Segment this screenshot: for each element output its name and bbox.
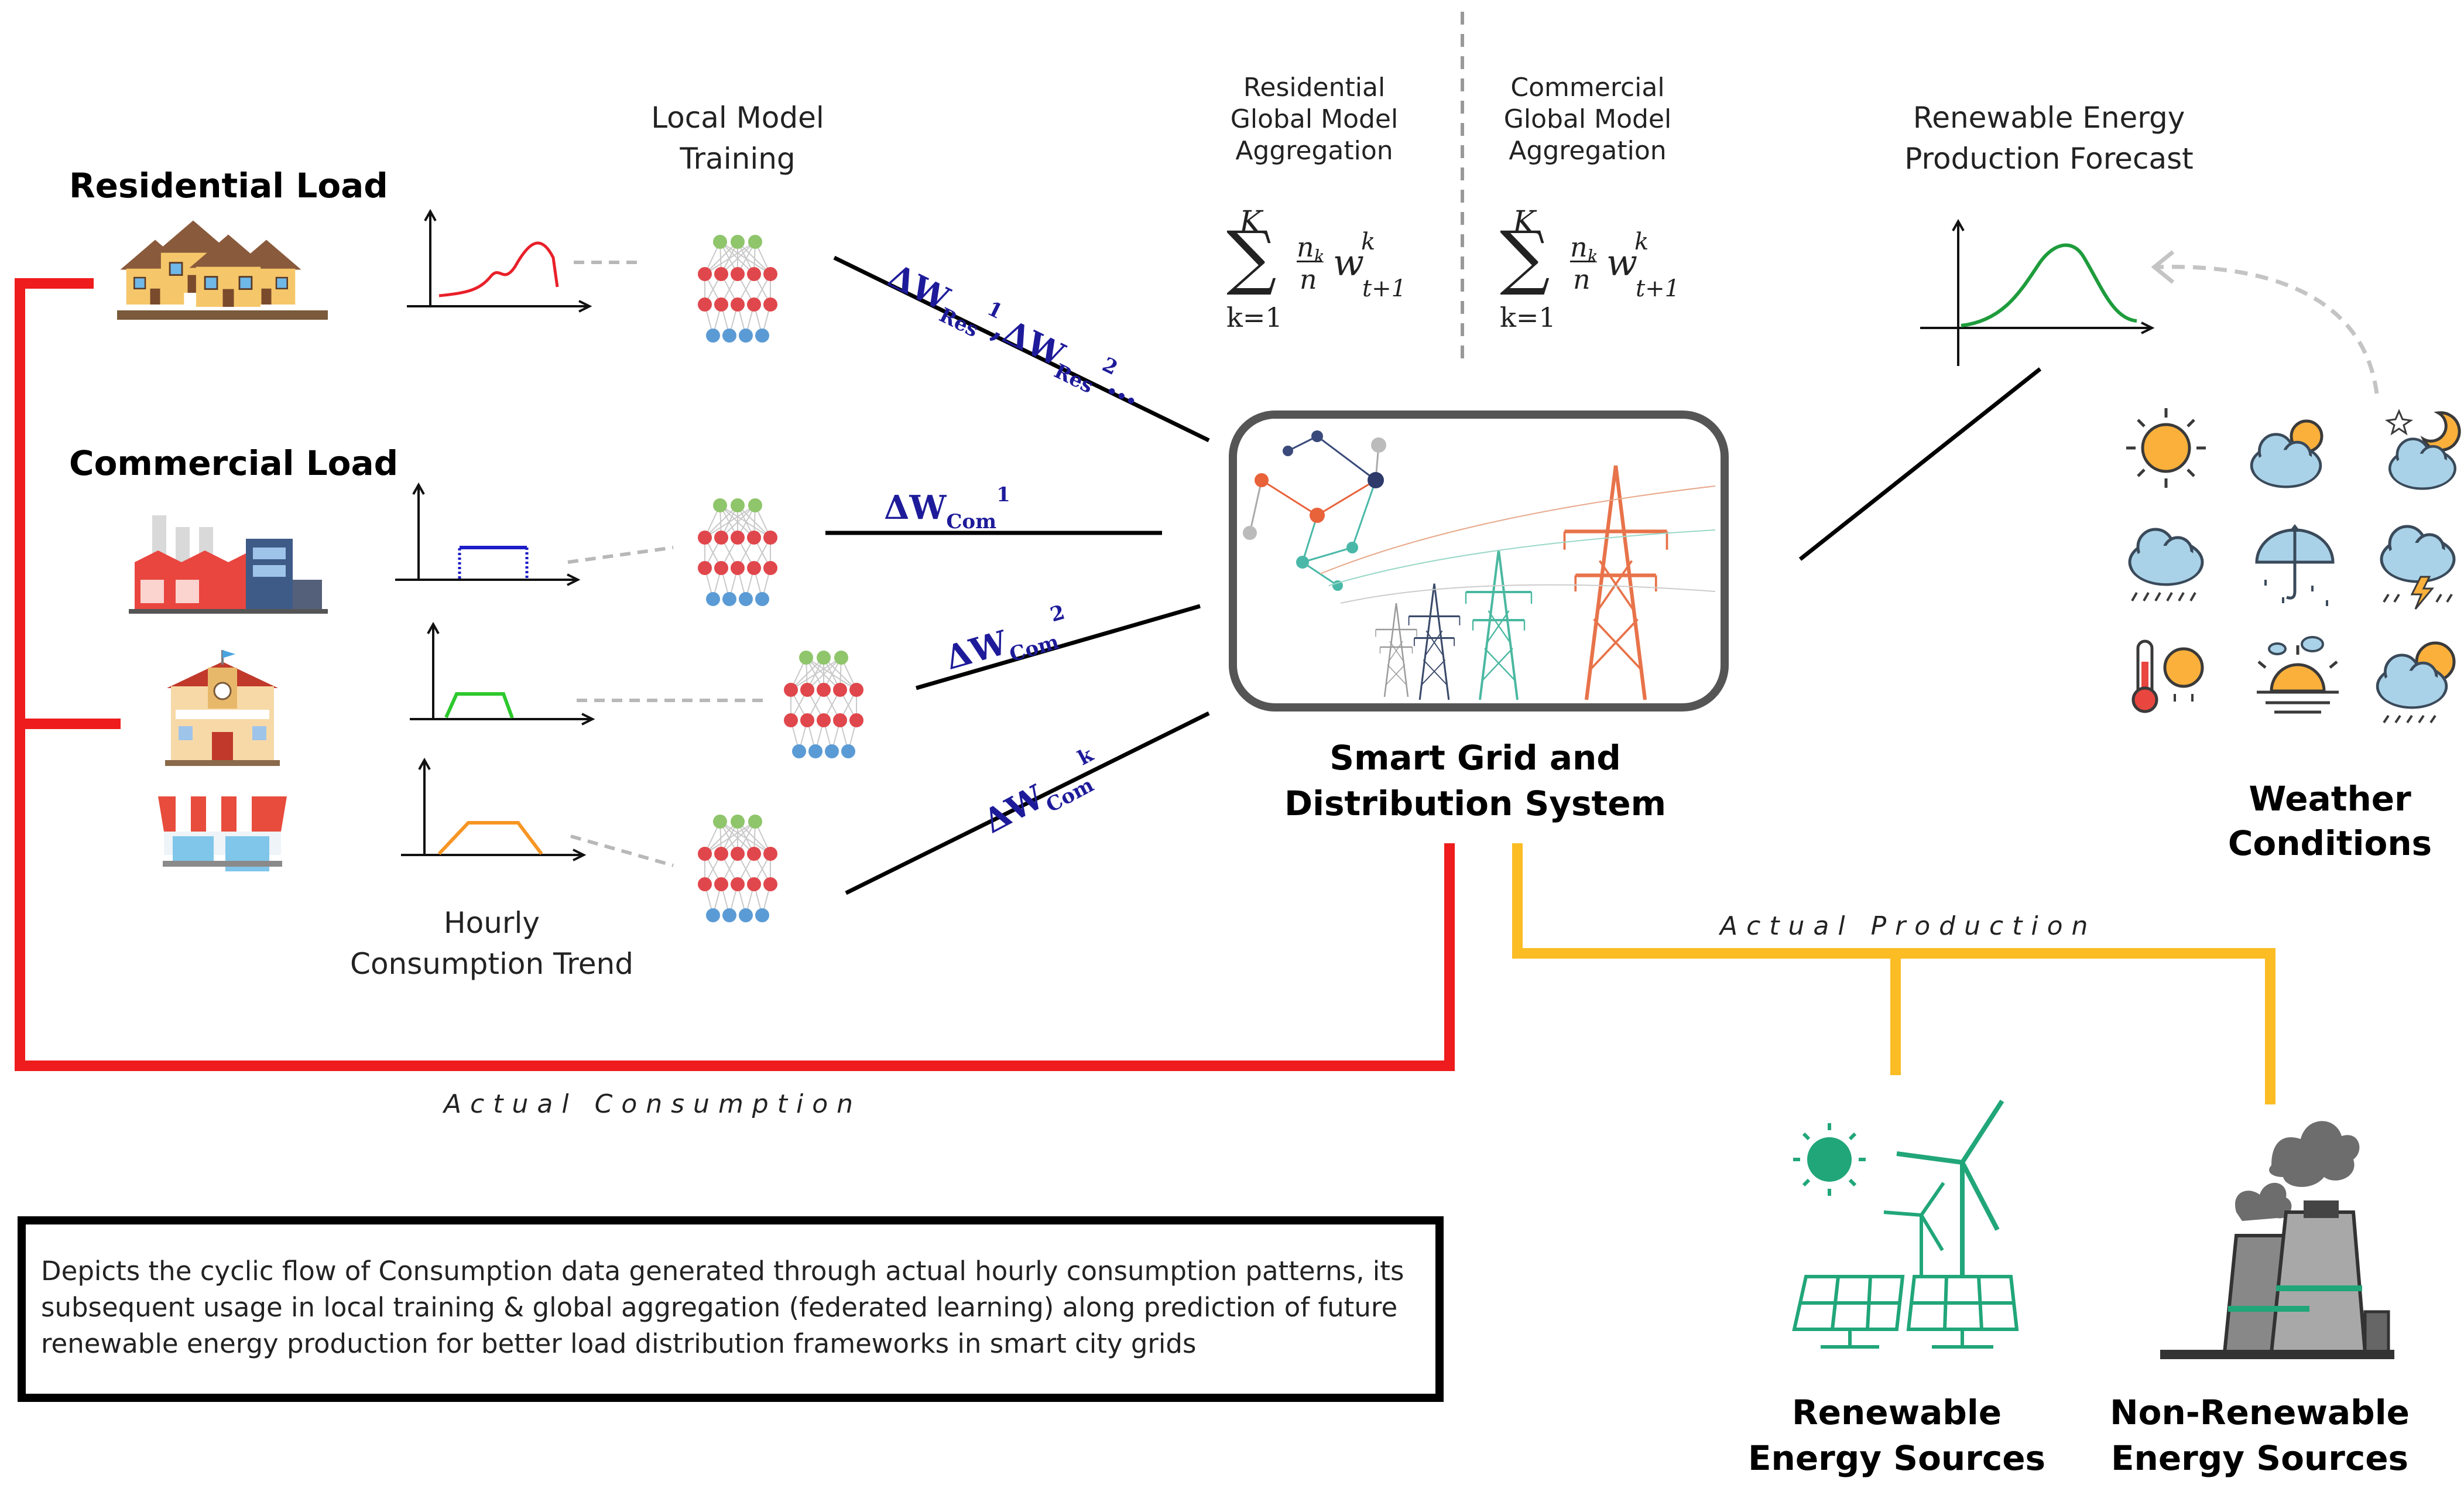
factory-icon (129, 515, 328, 614)
non-renewable-sources-label: Non-Renewable Energy Sources (2110, 1393, 2410, 1478)
commercial-consumption-chart (394, 484, 674, 586)
solar-sun-icon (1793, 1123, 1866, 1196)
neural-network-icon (697, 814, 778, 923)
commercial-aggregation-formula: K ∑ k=1 nk n w k t+1 (1500, 205, 1680, 333)
thunderstorm-icon (2381, 526, 2454, 610)
houses-icon (117, 220, 328, 320)
rain-cloud-icon (2130, 529, 2202, 601)
actual-consumption-label: Actual Consumption (444, 1089, 862, 1119)
residential-consumption-chart (406, 210, 644, 313)
hourly-trend-label: Hourly Consumption Trend (350, 906, 633, 981)
power-tower-icon (1320, 466, 1716, 700)
sunrise-icon (2257, 636, 2339, 714)
cloud-rain-icon (2377, 641, 2456, 724)
thermometer-sun-icon (2131, 639, 2204, 713)
local-model-training-label: Local Model Training (651, 101, 824, 176)
neural-network-icon (697, 498, 778, 607)
sun-icon (2126, 408, 2206, 488)
smart-grid-box (1229, 411, 1729, 711)
cloud-sun-icon (2251, 419, 2324, 487)
residential-aggregation-label: Residential Global Model Aggregation (1230, 73, 1399, 166)
forecast-chart (1920, 218, 2155, 366)
description-text: Depicts the cyclic flow of Consumption d… (41, 1256, 1404, 1359)
umbrella-icon (2255, 524, 2335, 606)
actual-production-line (1512, 843, 2275, 1104)
wind-turbine-icon (1883, 1099, 2004, 1277)
commercial-aggregation-label: Commercial Global Model Aggregation (1503, 73, 1672, 166)
description-box (18, 1216, 1444, 1402)
weather-to-forecast-arrow (2157, 265, 2379, 394)
residential-load-label: Residential Load (69, 166, 388, 206)
network-graph-icon (1243, 430, 1386, 591)
neural-network-icon (783, 650, 864, 759)
commercial-load-label: Commercial Load (69, 443, 399, 483)
solar-panel-icon (1792, 1275, 2019, 1349)
shop-consumption-chart (400, 759, 674, 867)
smart-grid-label: Smart Grid and Distribution System (1284, 738, 1667, 823)
night-cloud-icon (2384, 409, 2461, 488)
power-plant-icon (2160, 1121, 2394, 1359)
actual-production-label: Actual Production (1720, 911, 2097, 941)
renewable-sources-label: Renewable Energy Sources (1747, 1393, 2046, 1478)
commercial-update-1-label: ΔWCom1 (884, 483, 1010, 533)
neural-network-icon (697, 234, 778, 343)
school-icon (165, 650, 280, 766)
update-lines (825, 255, 2042, 895)
school-consumption-chart (409, 623, 767, 726)
shop-icon (158, 796, 287, 871)
forecast-label: Renewable Energy Production Forecast (1904, 101, 2194, 176)
weather-conditions-label: Weather Conditions (2227, 779, 2432, 863)
actual-consumption-line (15, 278, 1455, 1071)
residential-aggregation-formula: K ∑ k=1 nk n w k t+1 (1226, 205, 1407, 333)
